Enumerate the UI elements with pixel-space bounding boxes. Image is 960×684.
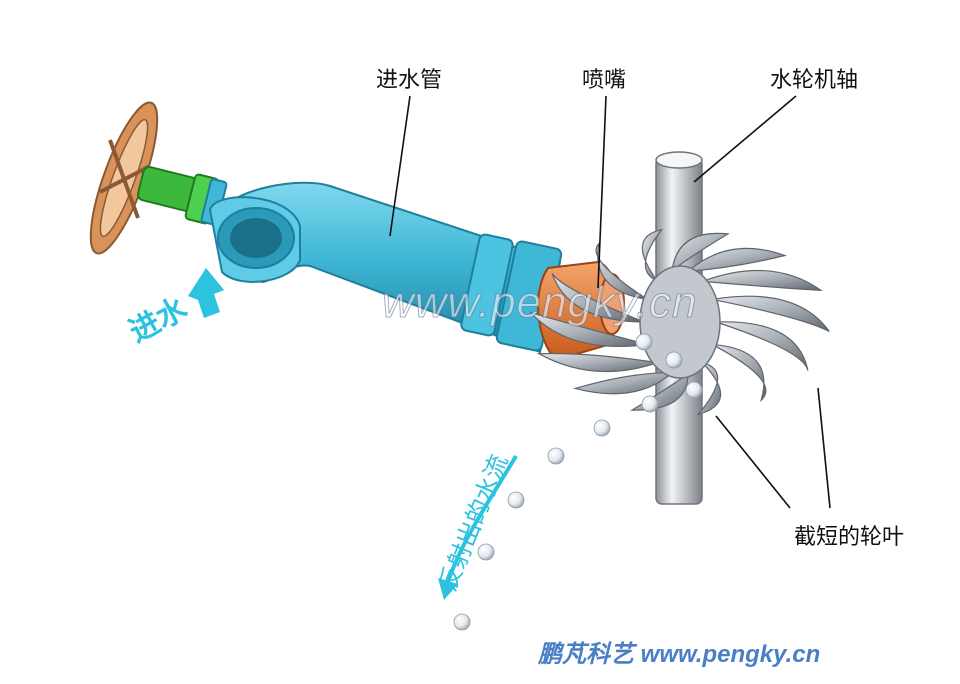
valve-handwheel bbox=[89, 101, 159, 255]
water-droplet bbox=[507, 491, 525, 509]
runner-blade bbox=[702, 269, 824, 292]
turbine-runner-blades bbox=[528, 228, 830, 416]
leader-shaft bbox=[693, 95, 797, 183]
runner-hub bbox=[639, 265, 721, 379]
watermark: www.pengky.cn bbox=[381, 278, 698, 328]
leader-lines bbox=[389, 95, 831, 509]
water-droplets bbox=[453, 333, 703, 631]
leader-nozzle bbox=[597, 95, 607, 289]
label-inlet-pipe: 进水管 bbox=[376, 68, 443, 93]
footer-credit: 鹏芃科艺 www.pengky.cn bbox=[538, 641, 821, 668]
runner-blade bbox=[715, 321, 809, 371]
water-droplet bbox=[635, 333, 653, 351]
water-droplet bbox=[641, 395, 659, 413]
label-truncated-blades: 截短的轮叶 bbox=[794, 525, 905, 550]
runner-blade bbox=[595, 241, 648, 301]
water-droplet bbox=[547, 447, 565, 465]
runner-blade bbox=[528, 311, 648, 348]
runner-blade bbox=[551, 273, 645, 323]
runner-blade bbox=[696, 361, 722, 416]
runner-blade bbox=[629, 371, 689, 411]
runner-blade bbox=[572, 372, 674, 395]
reflected-flow-arrow bbox=[438, 454, 518, 600]
label-turbine-shaft: 水轮机轴 bbox=[770, 68, 859, 93]
runner-blade bbox=[641, 228, 664, 283]
water-droplet bbox=[477, 543, 495, 561]
leader-inlet-pipe bbox=[389, 95, 411, 237]
runner-blade bbox=[686, 247, 787, 273]
water-droplet bbox=[453, 613, 471, 631]
runner-blade bbox=[712, 295, 830, 332]
water-inlet-arrow bbox=[188, 268, 224, 318]
runner-blade bbox=[536, 352, 658, 373]
water-droplet bbox=[665, 351, 683, 369]
water-droplet bbox=[593, 419, 611, 437]
runner-blade bbox=[712, 343, 767, 403]
leader-blades-2 bbox=[817, 387, 831, 509]
water-droplet bbox=[685, 381, 703, 399]
label-nozzle: 喷嘴 bbox=[582, 68, 627, 93]
inlet-pipe bbox=[208, 181, 563, 354]
runner-blade bbox=[671, 232, 730, 273]
leader-blades-1 bbox=[715, 415, 791, 509]
